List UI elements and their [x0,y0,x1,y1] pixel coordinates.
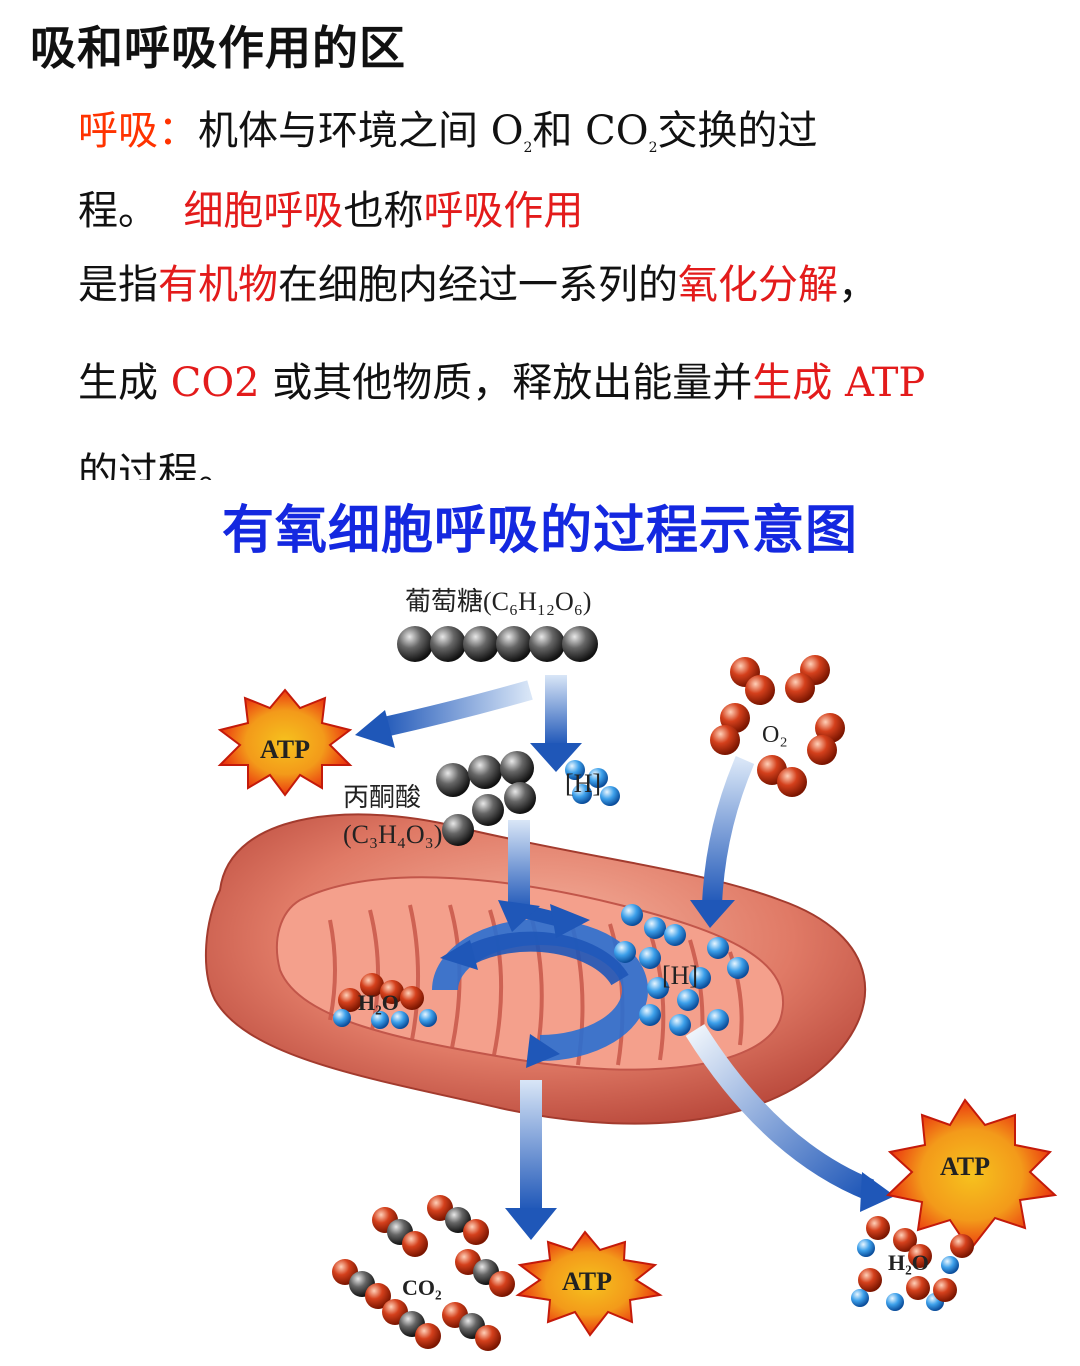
water-label-1: H₂O [358,990,399,1015]
water-molecules-1 [333,973,437,1029]
pyruvate-arrow [498,820,590,938]
oxygen-arrow [690,756,755,928]
co2-label: CO₂ [402,1275,442,1300]
subscript: 2 [648,140,658,156]
term-co2: CO2 [170,360,260,406]
hydrogen-label: [H] [565,769,601,798]
text: 在细胞内经过一系列的 [278,262,678,308]
hydrogen-label-2: [H] [662,961,698,990]
co2-arrow [505,1080,557,1240]
atp-burst-3: ATP [885,1098,1058,1252]
slide-heading: 吸和呼吸作用的区 [30,21,406,75]
pyruvate-formula: (C₃H₄O₃) [343,820,442,849]
diagram-title: 有氧细胞呼吸的过程示意图 [221,501,858,561]
atp-label: ATP [260,735,310,764]
text: 是指 [78,262,158,308]
glycolysis-arrows [355,675,582,772]
atp-burst-2: ATP [515,1230,663,1337]
hydrogen-carriers-2 [614,904,749,1036]
water-atp-arrow [685,1024,895,1212]
text: 和 CO [532,108,649,154]
term-respiration: 呼吸： [78,108,198,154]
term-oxidative-decomposition: 氧化分解 [678,262,838,308]
text: 交换的过 [657,108,818,154]
subscript: 2 [523,140,533,156]
co2-molecules [332,1195,515,1351]
text: 或其他物质，释放出能量并 [259,360,753,406]
text: 也称 [343,188,424,234]
text: 的过程。 [78,450,238,480]
hydrogen-carriers-1 [565,760,620,806]
text: 程。 [78,188,158,234]
water-molecules-2 [851,1216,974,1311]
term-respiration-action: 呼吸作用 [423,188,584,234]
text: 机体与环境之间 O [198,108,524,154]
term-cell-respiration: 细胞呼吸 [183,188,344,234]
term-generate-atp: 生成 ATP [752,360,926,406]
definition-line-3: 是指有机物在细胞内经过一系列的氧化分解， [78,252,878,310]
mitochondrion [205,813,867,1125]
term-organic-matter: 有机物 [158,262,278,308]
definition-line-1: 呼吸：机体与环境之间 O2和 CO2交换的过 [78,98,817,156]
text: ， [838,262,878,308]
atp-label: ATP [940,1152,990,1181]
glucose-molecule [397,626,598,662]
atp-label: ATP [562,1267,612,1296]
pyruvate-molecule [436,751,536,846]
glucose-label: 葡萄糖(C₆H₁₂O₆) [405,587,591,616]
definition-line-2: 程。 细胞呼吸也称呼吸作用 [78,178,583,236]
aerobic-respiration-diagram: 葡萄糖(C₆H₁₂O₆) ATP 丙酮酸 (C₃H₄O₃) [H] [205,587,1058,1351]
text: 生成 [78,360,171,406]
definition-line-4: 生成 CO2 或其他物质，释放出能量并生成 ATP [78,350,925,408]
oxygen-molecules [710,655,845,797]
atp-burst-1: ATP [217,688,353,797]
definition-line-5: 的过程。 [78,440,238,480]
pyruvate-label: 丙酮酸 [343,783,421,812]
water-label-2: H₂O [888,1250,929,1275]
oxygen-label: O₂ [762,722,788,748]
